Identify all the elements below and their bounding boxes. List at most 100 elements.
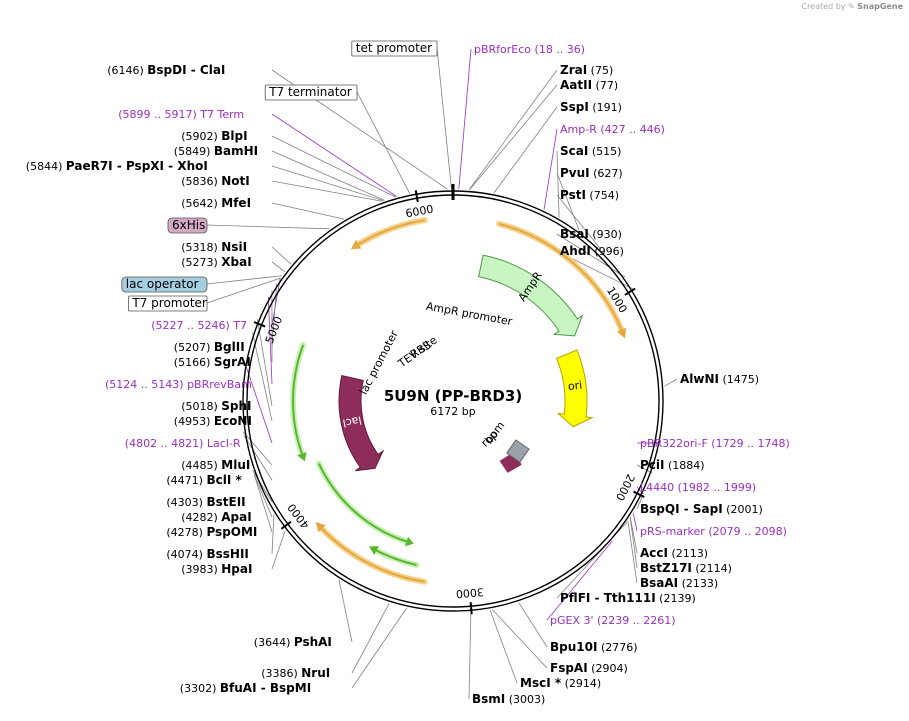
label-part-a: Bpu10I (550, 640, 597, 654)
label-text-laci-r: (4802 .. 4821) LacI-R (125, 437, 241, 450)
label-blpi: (5902) BlpI (181, 129, 247, 143)
label-text-pflfi-tth111i: PflFI - Tth111I (2139) (560, 591, 696, 605)
label-part-a: (5018) (181, 400, 221, 413)
label-part-a: (5642) (181, 197, 221, 210)
label-part-b: (1982 .. 1999) (674, 481, 756, 494)
label-bsshii: (4074) BssHII (166, 547, 248, 561)
label-part-b: LacI-R (207, 437, 241, 450)
leader-t7-terminator (356, 91, 411, 194)
label-text-bsaai: BsaAI (2133) (640, 576, 718, 590)
snapgene-logo-icon: ✎ (848, 2, 855, 11)
leader-pspomi (254, 475, 273, 533)
label-part-a: (5844) (26, 160, 66, 173)
label-part-b: BssHII (206, 547, 248, 561)
label-zrai: ZraI (75) (560, 63, 613, 77)
inner-label-tev-site: TEV site (395, 333, 440, 370)
leader-noti (271, 180, 382, 202)
label-part-b: NsiI (221, 240, 247, 254)
label-nsii: (5318) NsiI (181, 240, 247, 254)
label-part-a: PvuI (560, 166, 590, 180)
label-part-a: BsaI (560, 227, 589, 241)
label-part-b: (191) (589, 101, 622, 114)
label-bamhi: (5849) BamHI (174, 144, 258, 158)
feature-ampr-arrow (478, 254, 584, 337)
label-part-b: (2113) (668, 547, 708, 560)
label-part-b: (1884) (665, 459, 705, 472)
label-text-l4440: L4440 (1982 .. 1999) (640, 481, 756, 494)
inner-label-ampr-promoter: AmpR promoter (425, 300, 514, 329)
label-part-b: (1475) (719, 373, 759, 386)
orange-arc-2 (321, 528, 425, 583)
orange-arc-glow-0 (355, 217, 428, 248)
leader-bamhi (271, 150, 385, 201)
label-xbai: (5273) XbaI (181, 255, 251, 269)
leader-bsshii (271, 514, 275, 555)
leader-blpi (271, 135, 396, 198)
label-part-a: (3386) (261, 667, 301, 680)
label-pspomi: (4278) PspOMI (166, 525, 257, 539)
leader-apai (253, 474, 273, 518)
label-text-bamhi: (5849) BamHI (174, 144, 258, 158)
label-part-a: (3302) (180, 682, 220, 695)
green-arc-2 (376, 549, 417, 567)
label-part-a: (4303) (166, 496, 206, 509)
feature-laci-label: lacI (341, 413, 362, 429)
label-pvui: PvuI (627) (560, 166, 623, 180)
label-part-a: (3644) (254, 636, 294, 649)
leader-fspai (491, 609, 548, 669)
leader-sspi (493, 106, 558, 194)
label-bspdi-clai: (6146) BspDI - ClaI (107, 63, 225, 77)
label-part-a: (4953) (174, 415, 214, 428)
tick-mark-6000 (414, 190, 419, 203)
label-bpu10i: Bpu10I (2776) (550, 640, 638, 654)
label-lac-operator: lac operator (121, 276, 208, 293)
label-text-bsmi: BsmI (3003) (472, 692, 545, 706)
label-text-msci: MscI * (2914) (520, 676, 601, 690)
label-part-a: MscI * (520, 676, 562, 690)
label-t7-terminator: T7 terminator (264, 84, 358, 101)
label-laci-r: (4802 .. 4821) LacI-R (125, 437, 241, 450)
tick-mark-3000 (469, 602, 473, 615)
orange-arc-head-0 (350, 239, 362, 250)
label-part-b: ApaI (221, 510, 251, 524)
orange-arc-head-1 (616, 327, 627, 339)
label-part-b: (754) (586, 189, 619, 202)
feature-arcs (290, 217, 627, 585)
inner-label-bom: bom (482, 419, 507, 446)
label-part-b: (2904) (588, 662, 628, 675)
label-pflfi-tth111i: PflFI - Tth111I (2139) (560, 591, 696, 605)
label-text-fspai: FspAI (2904) (550, 661, 628, 675)
label-part-b: SphI (221, 399, 251, 413)
label-text-sphi: (5018) SphI (181, 399, 251, 413)
leader-bsteii (252, 469, 273, 503)
label-text-bsteii: (4303) BstEII (166, 495, 245, 509)
label-part-b: MfeI (221, 196, 251, 210)
leader-t7-promoter (206, 277, 281, 304)
leader-bspqi-sapi (636, 496, 643, 510)
orange-arc-1 (498, 222, 623, 331)
label-l4440: L4440 (1982 .. 1999) (640, 481, 756, 494)
label-econi: (4953) EcoNI (174, 414, 252, 428)
label-part-b: (427 .. 446) (597, 123, 665, 136)
label-text-sspi: SspI (191) (560, 100, 622, 114)
label-scai: ScaI (515) (560, 144, 621, 158)
leader-bcli (243, 434, 273, 481)
label-text-ahdi: AhdI (996) (560, 244, 624, 258)
leader-msci (489, 609, 518, 684)
label-part-a: PflFI - Tth111I (560, 591, 656, 605)
orange-arc-0 (358, 219, 425, 246)
label-pbrforeco: pBRforEco (18 .. 36) (474, 43, 585, 56)
label-text-t7: (5227 .. 5246) T7 (151, 319, 247, 332)
bom-marker (506, 439, 530, 463)
feature-ori-arrow (555, 349, 594, 428)
label-part-b: BfuAI - BspMI (220, 681, 311, 695)
label-part-b: (1729 .. 1748) (708, 437, 790, 450)
label-text-pcii: PciI (1884) (640, 458, 705, 472)
leader-bsaai (627, 520, 638, 584)
green-arc-head-2 (369, 546, 379, 556)
leader-paer7i-pspxi-xhoi (271, 165, 384, 202)
label-part-b: (75) (587, 64, 613, 77)
label-text-bsshii: (4074) BssHII (166, 547, 248, 561)
